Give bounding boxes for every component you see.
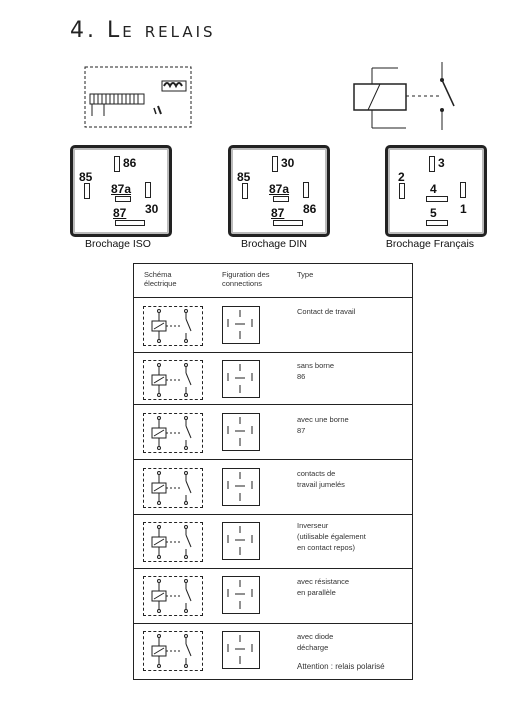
pinout-caption: Brochage ISO <box>85 238 151 250</box>
pin-layout-icon <box>227 472 253 501</box>
relay-schematic-icon <box>151 579 192 613</box>
pin-layout-icon <box>227 364 253 393</box>
pin-layout-icon <box>227 635 253 664</box>
relay-symbol-illustration <box>353 62 455 130</box>
pin-label: 30 <box>145 202 159 216</box>
type-label: avec résistance en parallèle <box>297 577 350 597</box>
pin-label: 87a <box>111 182 132 196</box>
section-number: 4. <box>70 18 97 43</box>
pin-label: 4 <box>430 182 437 196</box>
schema-diagram <box>143 631 203 671</box>
pinout-din: 30 85 87a 87 86 <box>228 145 330 237</box>
note-text: Attention : relais polarisé <box>297 662 385 671</box>
header-figuration: Figuration des connections <box>222 270 270 288</box>
pin-layout-icon <box>227 417 253 446</box>
pinout-francais: 3 2 4 5 1 <box>385 145 487 237</box>
relay-schematic-icon <box>151 634 192 668</box>
schema-diagram <box>143 468 203 508</box>
pinout-iso: 86 85 87a 87 30 <box>70 145 172 237</box>
schema-diagram <box>143 360 203 400</box>
connection-figure <box>222 413 260 451</box>
pin-label: 2 <box>398 170 405 184</box>
pin-label: 1 <box>460 202 467 216</box>
connection-figure <box>222 306 260 344</box>
spring-icon <box>161 80 187 92</box>
pin-label: 86 <box>123 156 137 170</box>
pinout-caption: Brochage DIN <box>241 238 307 250</box>
relay-schematic-icon <box>151 309 192 343</box>
schema-diagram <box>143 413 203 453</box>
connection-figure <box>222 576 260 614</box>
coil-icon <box>89 93 145 116</box>
relay-schematic-icon <box>151 363 192 397</box>
pinout-caption: Brochage Français <box>385 238 475 250</box>
connection-figure <box>222 360 260 398</box>
pin-label: 30 <box>281 156 295 170</box>
pin-label: 3 <box>438 156 445 170</box>
type-label: avec une borne 87 <box>297 415 349 435</box>
pin-layout-icon <box>227 526 253 555</box>
pin-label: 85 <box>79 170 93 184</box>
connection-figure <box>222 631 260 669</box>
type-label: sans borne 86 <box>297 361 335 381</box>
connection-figure <box>222 522 260 560</box>
relay-schematic-icon <box>151 471 192 505</box>
header-type: Type <box>297 270 314 279</box>
pin-layout-icon <box>227 310 253 339</box>
schema-diagram <box>143 576 203 616</box>
type-label: avec diode décharge Attention : relais p… <box>297 632 385 671</box>
type-label: contacts de travail jumelés <box>297 469 345 489</box>
pin-label: 87 <box>113 206 127 220</box>
relay-schematic-icon <box>151 416 192 450</box>
relay-schematic-icon <box>151 525 192 559</box>
header-schema: Schéma électrique <box>144 270 177 288</box>
page-title: 4. Le relais <box>70 18 216 43</box>
pin-label: 5 <box>430 206 437 220</box>
pin-label: 85 <box>237 170 251 184</box>
type-label: Contact de travail <box>297 307 356 316</box>
pin-label: 87 <box>271 206 285 220</box>
pin-label: 86 <box>303 202 317 216</box>
type-label: Inverseur (utilisable également en conta… <box>297 521 366 552</box>
connection-figure <box>222 468 260 506</box>
relay-types-table: Schéma électrique Figuration des connect… <box>133 263 413 680</box>
schema-diagram <box>143 522 203 562</box>
pin-label: 87a <box>269 182 290 196</box>
schema-diagram <box>143 306 203 346</box>
relay-coil-illustration <box>84 66 192 128</box>
section-title: Le relais <box>107 18 216 43</box>
pin-layout-icon <box>227 580 253 609</box>
